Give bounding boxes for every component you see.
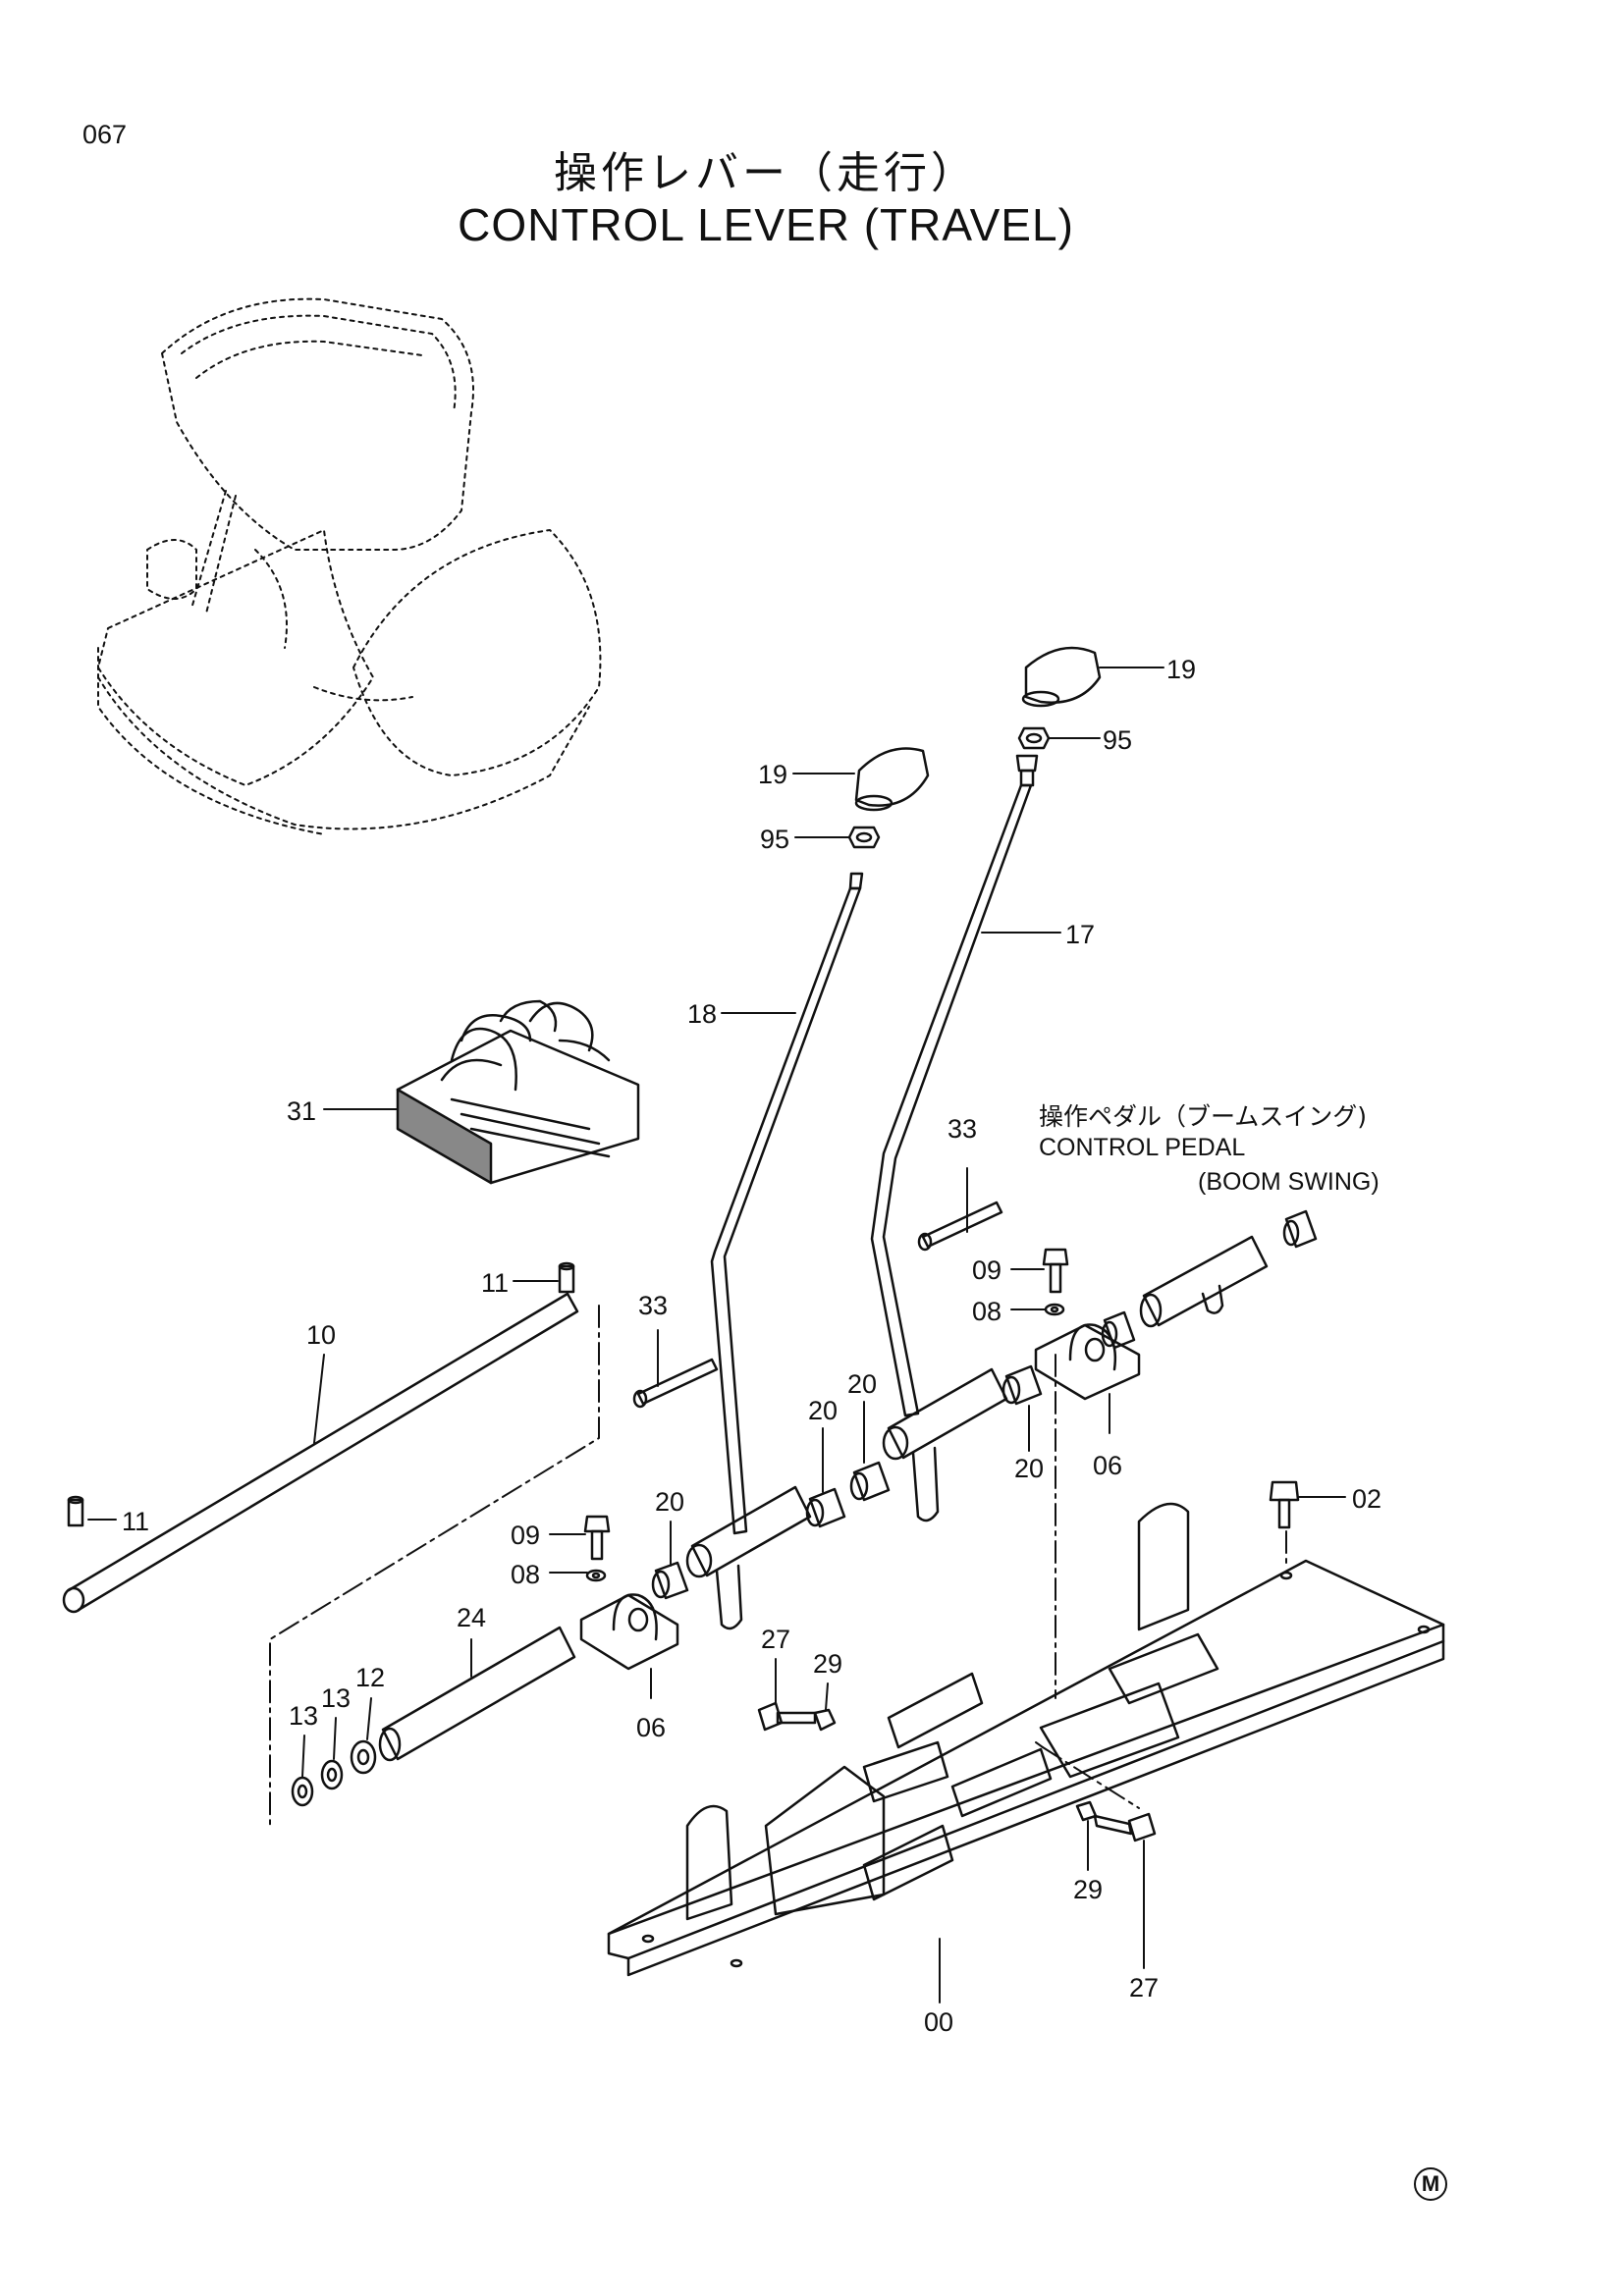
label-95-right: 95 — [1103, 725, 1133, 755]
assembly-guide-lines — [269, 1305, 1287, 1827]
label-11-top: 11 — [481, 1268, 510, 1298]
label-29-left: 29 — [813, 1649, 843, 1679]
label-18: 18 — [687, 999, 718, 1029]
label-20-b: 20 — [808, 1396, 839, 1425]
title-english: CONTROL LEVER (TRAVEL) — [458, 199, 1074, 250]
washer-12 — [350, 1739, 377, 1775]
nut-95-left — [847, 826, 881, 849]
bolt-27-left — [757, 1701, 817, 1732]
pin-33-right — [917, 1201, 1003, 1252]
pin-11-top — [558, 1261, 575, 1294]
bolt-09-right — [1042, 1248, 1069, 1294]
bushing-20-c — [849, 1461, 891, 1502]
label-27-right: 27 — [1129, 1973, 1160, 2002]
washer-08-left — [585, 1569, 607, 1582]
lever-17 — [870, 754, 1039, 1417]
label-12: 12 — [355, 1663, 386, 1692]
bracket-06-right — [1034, 1323, 1141, 1401]
label-08-left: 08 — [511, 1560, 541, 1589]
pin-11-left — [67, 1495, 84, 1527]
label-33-right: 33 — [947, 1114, 978, 1144]
label-20-a: 20 — [655, 1487, 685, 1517]
reference-note-japanese: 操作ペダル（ブームスイング) — [1039, 1102, 1368, 1131]
bracket-06-left — [579, 1593, 679, 1671]
reference-note-english-sub: (BOOM SWING) — [1198, 1168, 1380, 1196]
bushing-20-d — [1001, 1364, 1043, 1406]
shaft-10 — [62, 1292, 579, 1614]
lever-18 — [710, 872, 864, 1535]
label-19-right: 19 — [1166, 655, 1197, 684]
label-27-left: 27 — [761, 1625, 791, 1654]
pin-33-left — [632, 1358, 719, 1409]
knob-19-left — [854, 747, 930, 812]
label-31: 31 — [287, 1096, 317, 1126]
label-13-a: 13 — [321, 1683, 352, 1713]
label-11-left: 11 — [122, 1507, 150, 1536]
base-plate-00 — [607, 1502, 1445, 1977]
bushing-20-b — [805, 1487, 846, 1528]
label-24: 24 — [457, 1603, 487, 1632]
pedal-shaft-parts — [1101, 1209, 1318, 1350]
title-japanese: 操作レバー（走行） — [554, 148, 978, 198]
label-08-right: 08 — [972, 1297, 1002, 1326]
m-mark-symbol: M — [1414, 2167, 1447, 2201]
bolt-09-left — [583, 1515, 611, 1561]
label-33-left: 33 — [638, 1291, 669, 1320]
washer-13-b — [291, 1776, 314, 1807]
nut-29-right — [1075, 1800, 1098, 1822]
label-10: 10 — [306, 1320, 337, 1350]
label-00: 00 — [924, 2007, 954, 2037]
washer-13-a — [320, 1759, 344, 1790]
label-19-left: 19 — [758, 760, 788, 789]
label-09-left: 09 — [511, 1521, 541, 1550]
lever-18-hub — [685, 1485, 812, 1630]
leader-lines — [87, 667, 1346, 2003]
spacer-24 — [378, 1626, 576, 1762]
knob-19-right — [1021, 646, 1102, 708]
bolt-27-right — [1093, 1812, 1157, 1842]
nut-95-right — [1017, 726, 1051, 750]
label-20-d: 20 — [1014, 1454, 1045, 1483]
reference-note-english: CONTROL PEDAL — [1039, 1134, 1246, 1161]
label-29-right: 29 — [1073, 1875, 1104, 1904]
label-09-right: 09 — [972, 1255, 1002, 1285]
boot-31 — [396, 999, 640, 1185]
label-02: 02 — [1352, 1484, 1382, 1514]
page-number: 067 — [82, 120, 128, 149]
bolt-02 — [1269, 1480, 1300, 1529]
label-06-right: 06 — [1093, 1451, 1123, 1480]
machine-overview-sketch — [97, 297, 602, 835]
washer-08-right — [1044, 1303, 1065, 1316]
label-17: 17 — [1065, 920, 1096, 949]
label-95-left: 95 — [760, 825, 790, 854]
nut-29-left — [813, 1708, 837, 1732]
label-06-left: 06 — [636, 1713, 667, 1742]
label-13-b: 13 — [289, 1701, 319, 1731]
bushing-20-a — [651, 1561, 689, 1600]
label-20-c: 20 — [847, 1369, 878, 1399]
